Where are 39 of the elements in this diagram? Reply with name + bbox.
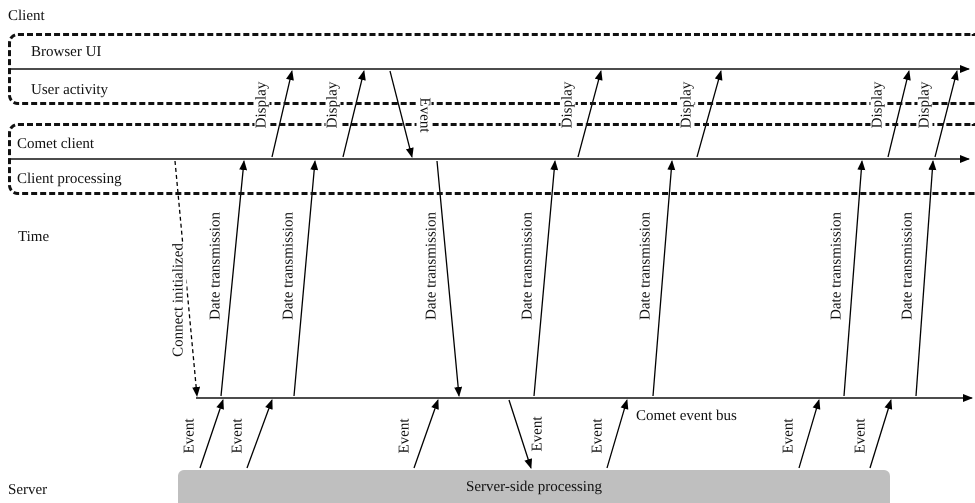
edge-label: Display	[254, 80, 270, 130]
lane-label: Browser UI	[31, 44, 102, 61]
arrow	[798, 399, 820, 468]
arrow	[843, 160, 866, 396]
arrow	[293, 160, 318, 396]
arrow	[696, 70, 722, 158]
edge-label: Display	[326, 80, 340, 130]
box-label: Server-side processing	[466, 479, 602, 496]
edge-label: Event	[416, 96, 432, 134]
arrow	[389, 70, 414, 158]
arrow	[869, 399, 892, 468]
lane-label: Client processing	[17, 171, 122, 188]
arrow	[934, 70, 959, 158]
arrow	[246, 399, 273, 468]
edge-label: Display	[560, 80, 576, 130]
arrow	[413, 399, 439, 468]
process-box	[178, 470, 890, 503]
arrow	[342, 70, 366, 158]
edge-label: Display	[870, 80, 886, 130]
arrow	[606, 399, 628, 468]
edge-label: Display	[918, 80, 932, 130]
lane-label: Comet client	[17, 136, 94, 153]
arrow	[915, 160, 936, 396]
arrow	[652, 160, 676, 396]
lane-label: User activity	[31, 82, 108, 99]
side-label: Client	[8, 8, 45, 25]
arrow	[199, 399, 224, 468]
side-label: Server	[8, 482, 48, 499]
arrow	[533, 160, 558, 396]
arrow	[220, 160, 248, 396]
arrow	[887, 70, 911, 158]
timeline-label: Comet event bus	[636, 408, 737, 425]
side-label: Time	[18, 229, 50, 246]
arrow	[436, 160, 462, 397]
arrow	[577, 70, 603, 158]
arrow	[271, 70, 294, 158]
edge-label: Connect initialized	[172, 242, 186, 358]
arrow	[508, 400, 532, 469]
edge-label: Display	[680, 80, 694, 130]
